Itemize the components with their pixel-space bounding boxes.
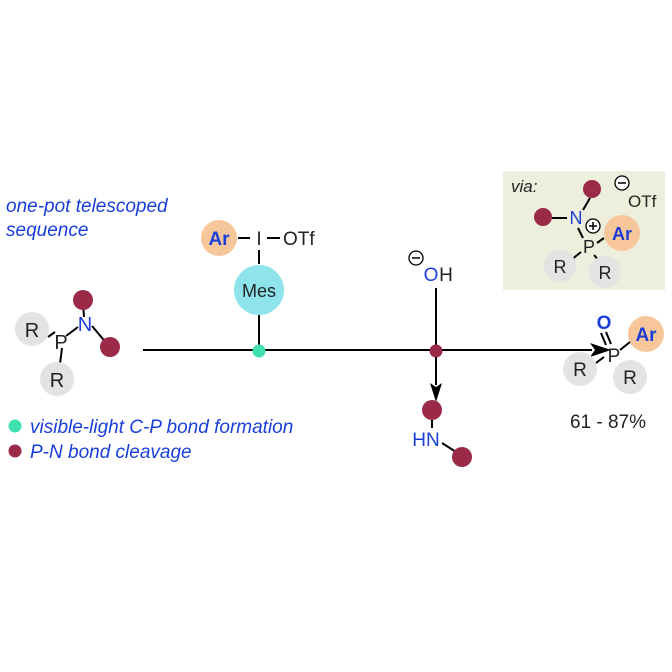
byproduct-hn: HN (412, 430, 439, 451)
arrowhead (430, 383, 442, 402)
aryl-bubble (201, 220, 237, 256)
amine-substituent-dot (583, 180, 601, 198)
legend-teal-dot (8, 419, 22, 433)
amine-substituent-dot (452, 447, 472, 467)
r-group-bubble (544, 250, 576, 282)
r-group-bubble (589, 256, 621, 288)
product-yield: 61 - 87% (570, 412, 646, 433)
product-ar: Ar (635, 325, 657, 346)
intermediate-r-right: R (599, 263, 612, 283)
product-r-left: R (573, 360, 587, 381)
intermediate-n: N (570, 208, 583, 228)
r-group-bubble (40, 362, 74, 396)
reagent-ar: Ar (208, 229, 230, 250)
product-structure: O Ar P R R (563, 313, 664, 394)
amine-substituent-dot (100, 337, 120, 357)
substrate-r-bottom: R (50, 370, 64, 392)
intermediate-p: P (583, 237, 595, 257)
reagent-otf: OTf (283, 229, 315, 250)
aryl-bubble (628, 316, 664, 352)
intermediate-otf: OTf (628, 192, 657, 211)
intermediate-r-left: R (554, 257, 567, 277)
legend: visible-light C-P bond formation P-N bon… (8, 417, 293, 463)
legend-item-1: visible-light C-P bond formation (30, 417, 293, 438)
r-group-bubble (563, 352, 597, 386)
intermediate-ar: Ar (612, 224, 632, 244)
intermediate-via: via: (511, 177, 538, 196)
intro-line-2: sequence (6, 220, 88, 241)
intermediate-box: via: OTf N P Ar R R (503, 171, 665, 290)
byproduct-amine: HN (412, 400, 472, 467)
substrate-structure: R R P N (15, 290, 120, 396)
substrate-n-atom: N (78, 314, 92, 336)
hydroxide-o: O (424, 265, 439, 286)
c-p-formation-marker (252, 344, 266, 358)
product-r-right: R (623, 368, 637, 389)
intro-line-1: one-pot telescoped (6, 196, 169, 217)
reagent-mes: Mes (242, 281, 276, 301)
substrate-r-top: R (25, 320, 39, 342)
product-oxygen: O (597, 313, 612, 334)
amine-substituent-dot (422, 400, 442, 420)
amine-substituent-dot (534, 208, 552, 226)
mesityl-bubble (234, 265, 284, 315)
hydroxide-h: H (439, 265, 453, 286)
reagent-iodine: I (256, 229, 261, 250)
r-group-bubble (15, 312, 49, 346)
r-group-bubble (613, 360, 647, 394)
product-phosphorus: P (608, 346, 621, 367)
arrowhead (590, 343, 611, 357)
p-n-cleavage-marker (429, 344, 443, 358)
substrate-p-atom: P (54, 332, 67, 354)
amine-substituent-dot (73, 290, 93, 310)
reagent-hydroxide: O H (408, 250, 453, 402)
legend-maroon-dot (8, 444, 22, 458)
legend-item-2: P-N bond cleavage (30, 442, 192, 463)
aryl-bubble (604, 215, 640, 251)
reagent-diaryliodonium: Ar I OTf Mes (201, 220, 315, 358)
